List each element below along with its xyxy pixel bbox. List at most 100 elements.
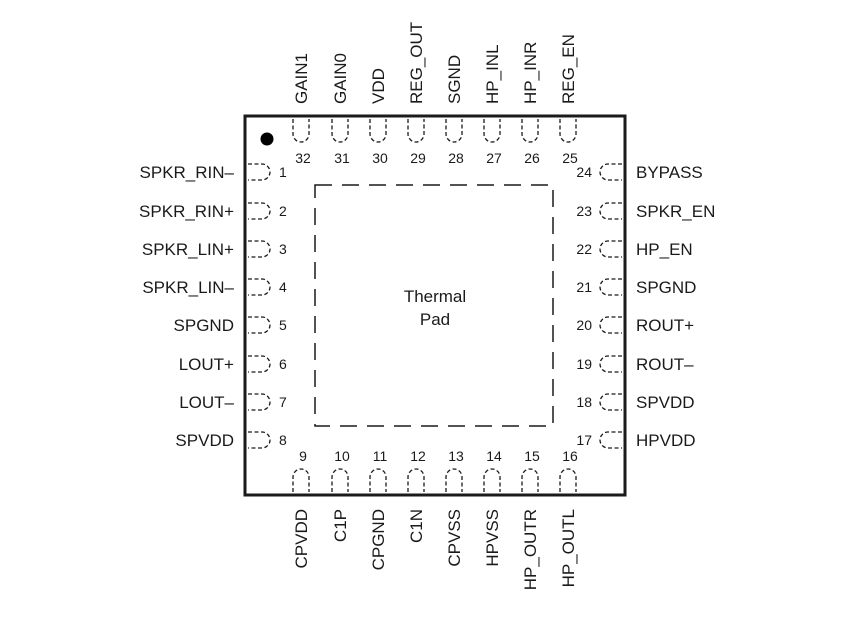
pin-name-label: SPKR_LIN+: [142, 240, 234, 259]
pin-name-label: C1N: [407, 509, 426, 543]
pin-number-label: 28: [448, 150, 464, 166]
pin-name-label: CPVSS: [445, 509, 464, 567]
pin-pad: [248, 163, 271, 181]
pin-name-label: HP_INL: [483, 44, 502, 104]
pin-name-label: HP_OUTR: [521, 509, 540, 590]
pin-pad: [292, 468, 310, 492]
pin-name-label: SGND: [445, 55, 464, 104]
pin-pad: [292, 119, 310, 143]
pin-name-label: HPVDD: [636, 431, 696, 450]
pin-name-label: ROUT+: [636, 316, 694, 335]
pin-name-label: REG_OUT: [407, 22, 426, 104]
pin-number-label: 11: [373, 448, 388, 464]
pin-number-label: 30: [372, 150, 388, 166]
pin-name-label: SPVDD: [175, 431, 234, 450]
thermal-pad-outline: [314, 184, 554, 427]
package-body: [243, 114, 627, 497]
pin-pad: [599, 202, 622, 220]
pin-pad: [369, 468, 387, 492]
pin-name-label: VDD: [369, 68, 388, 104]
pin-3: 3 SPKR_LIN+: [142, 240, 287, 259]
pin-name-label: CPVDD: [292, 509, 311, 569]
pin-23: 23 SPKR_EN: [576, 202, 715, 221]
pin-pad: [331, 468, 349, 492]
pin-number-label: 18: [576, 394, 592, 410]
pin-number-label: 21: [576, 279, 592, 295]
pin-name-label: BYPASS: [636, 163, 703, 182]
pin-4: 4 SPKR_LIN–: [142, 278, 287, 297]
pin-name-label: LOUT–: [179, 393, 234, 412]
pin-pad: [248, 278, 271, 296]
pin-pad: [559, 468, 577, 492]
pin-8: 8 SPVDD: [175, 431, 287, 450]
pin-number-label: 4: [279, 279, 287, 295]
pin-name-label: C1P: [331, 509, 350, 542]
pin-name-label: HP_EN: [636, 240, 693, 259]
pin-pad: [248, 240, 271, 258]
thermal-pad-label-line2: Pad: [420, 310, 450, 329]
pin-name-label: REG_EN: [559, 34, 578, 104]
pin-name-label: HP_INR: [521, 42, 540, 104]
pin-28: 28 SGND: [445, 55, 464, 166]
pin-number-label: 14: [486, 448, 502, 464]
pin-pad: [483, 119, 501, 143]
pin-number-label: 1: [279, 164, 287, 180]
pin-number-label: 31: [334, 150, 350, 166]
pin-21: 21 SPGND: [576, 278, 696, 297]
pin-number-label: 20: [576, 317, 592, 333]
pin-name-label: ROUT–: [636, 355, 694, 374]
pin-pad: [248, 316, 271, 334]
pin-number-label: 22: [576, 241, 592, 257]
pin-number-label: 2: [279, 203, 287, 219]
pin-22: 22 HP_EN: [576, 240, 692, 259]
pin-name-label: SPKR_RIN–: [140, 163, 235, 182]
pin-name-label: SPKR_LIN–: [142, 278, 234, 297]
thermal-pad-label-line1: Thermal: [404, 287, 466, 306]
pin-number-label: 27: [486, 150, 502, 166]
pin-pad: [248, 355, 271, 373]
pin-pad: [369, 119, 387, 143]
pin-17: 17 HPVDD: [576, 431, 695, 450]
pin1-indicator-dot: [260, 132, 274, 146]
pin-1: 1 SPKR_RIN–: [140, 163, 287, 182]
pin-pad: [599, 240, 622, 258]
pin-number-label: 23: [576, 203, 592, 219]
pin-number-label: 6: [279, 356, 287, 372]
pin-number-label: 8: [279, 432, 287, 448]
pin-pad: [599, 355, 622, 373]
pin-pad: [599, 316, 622, 334]
pin-name-label: SPGND: [636, 278, 696, 297]
pin-name-label: SPVDD: [636, 393, 695, 412]
pin-pad: [599, 431, 622, 449]
pin-name-label: SPKR_RIN+: [139, 202, 234, 221]
pin-number-label: 7: [279, 394, 287, 410]
pin-name-label: GAIN0: [331, 53, 350, 104]
pin-pad: [599, 163, 622, 181]
pin-pad: [407, 119, 425, 143]
pin-pad: [599, 393, 622, 411]
pins: 1 SPKR_RIN– 2 SPKR_RIN+ 3 SPKR_LIN+ 4 SPKR_LIN–…: [139, 22, 715, 590]
pin-name-label: HPVSS: [483, 509, 502, 567]
pin-pad: [248, 393, 271, 411]
pin-number-label: 9: [299, 448, 307, 464]
pin-pad: [248, 202, 271, 220]
pin-number-label: 32: [295, 150, 311, 166]
pin-number-label: 17: [576, 432, 592, 448]
pin-name-label: SPKR_EN: [636, 202, 715, 221]
pin-number-label: 16: [562, 448, 578, 464]
pin-27: 27 HP_INL: [483, 44, 502, 166]
pin-number-label: 3: [279, 241, 287, 257]
pin-18: 18 SPVDD: [576, 393, 694, 412]
